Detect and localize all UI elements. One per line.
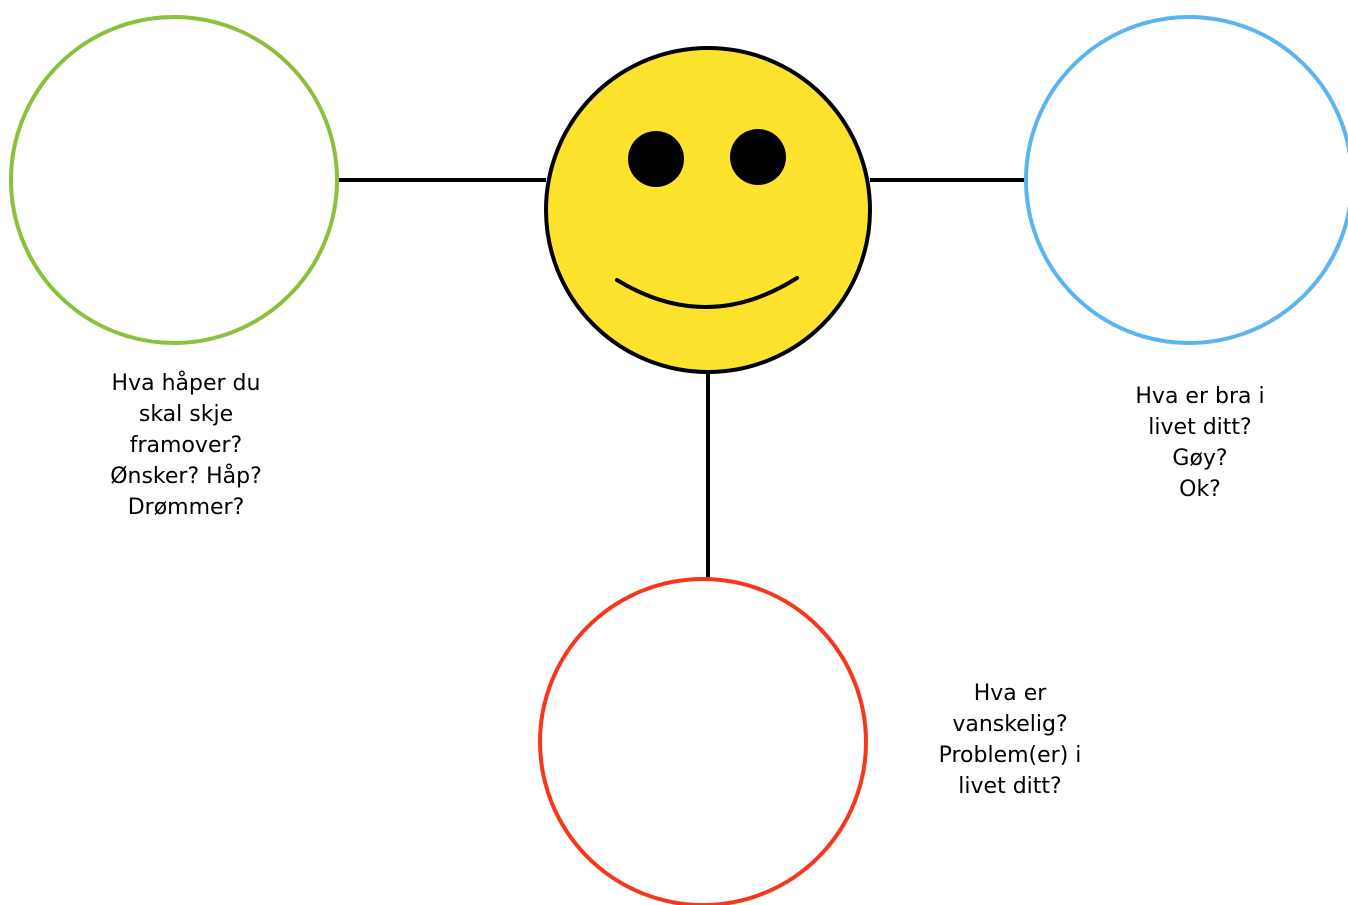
hopes-caption-line: skal skje xyxy=(138,402,234,427)
difficulties-caption-line: vanskelig? xyxy=(952,712,1068,737)
good-things-caption-line: Ok? xyxy=(1179,477,1221,502)
difficulties-caption-line: livet ditt? xyxy=(958,774,1062,799)
good-things-caption: Hva er bra i livet ditt? Gøy? Ok? xyxy=(1080,381,1320,505)
smiley-right-eye xyxy=(730,129,786,185)
smiley-mouth xyxy=(615,276,799,309)
difficulties-caption: Hva er vanskelig? Problem(er) i livet di… xyxy=(900,678,1120,802)
good-things-caption-line: Gøy? xyxy=(1172,446,1228,471)
good-things-caption-line: livet ditt? xyxy=(1148,415,1252,440)
smiley-face-icon xyxy=(544,46,872,374)
hopes-caption-line: framover? xyxy=(129,433,243,458)
good-things-circle xyxy=(1024,15,1348,345)
difficulties-circle xyxy=(538,577,868,905)
hopes-caption-line: Ønsker? Håp? xyxy=(110,464,262,489)
difficulties-caption-line: Hva er xyxy=(973,681,1047,706)
good-things-caption-line: Hva er bra i xyxy=(1135,384,1265,409)
smiley-face xyxy=(544,46,872,374)
hopes-caption-line: Drømmer? xyxy=(127,495,245,520)
hopes-circle xyxy=(9,15,339,345)
smiley-left-eye xyxy=(628,131,684,187)
hopes-caption: Hva håper du skal skje framover? Ønsker?… xyxy=(70,368,302,523)
difficulties-caption-line: Problem(er) i xyxy=(938,743,1082,768)
hopes-caption-line: Hva håper du xyxy=(111,371,261,396)
